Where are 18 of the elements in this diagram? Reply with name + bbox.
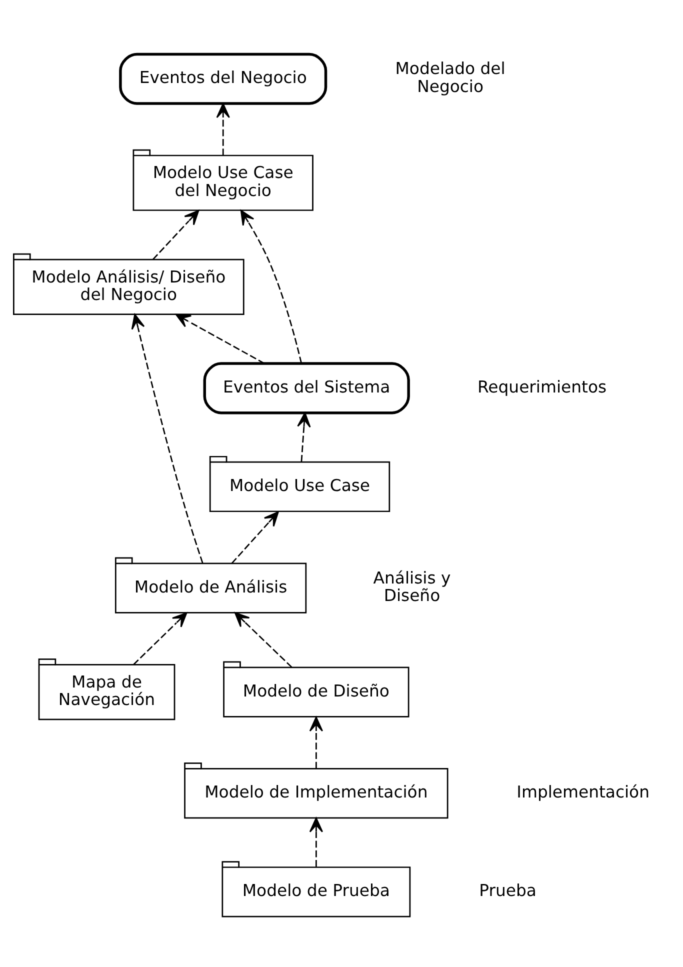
- label: Implementación: [516, 782, 650, 802]
- arrow: [309, 816, 324, 866]
- arrow: [231, 510, 279, 564]
- arrow: [175, 313, 265, 364]
- arrow: [216, 102, 230, 155]
- arrow: [152, 209, 200, 260]
- arrow: [297, 412, 311, 462]
- arrow: [240, 209, 302, 363]
- arrow: [309, 716, 324, 768]
- arrow: [131, 313, 204, 563]
- arrow: [133, 612, 188, 665]
- label: Modelado del Negocio: [395, 58, 506, 96]
- arrow: [234, 612, 292, 668]
- label: Prueba: [479, 880, 536, 900]
- node-box: Eventos del Negocio: [119, 52, 328, 104]
- label: Análisis y Diseño: [373, 568, 451, 605]
- label: Requerimientos: [478, 376, 607, 396]
- node-box: Eventos del Sistema: [203, 362, 410, 414]
